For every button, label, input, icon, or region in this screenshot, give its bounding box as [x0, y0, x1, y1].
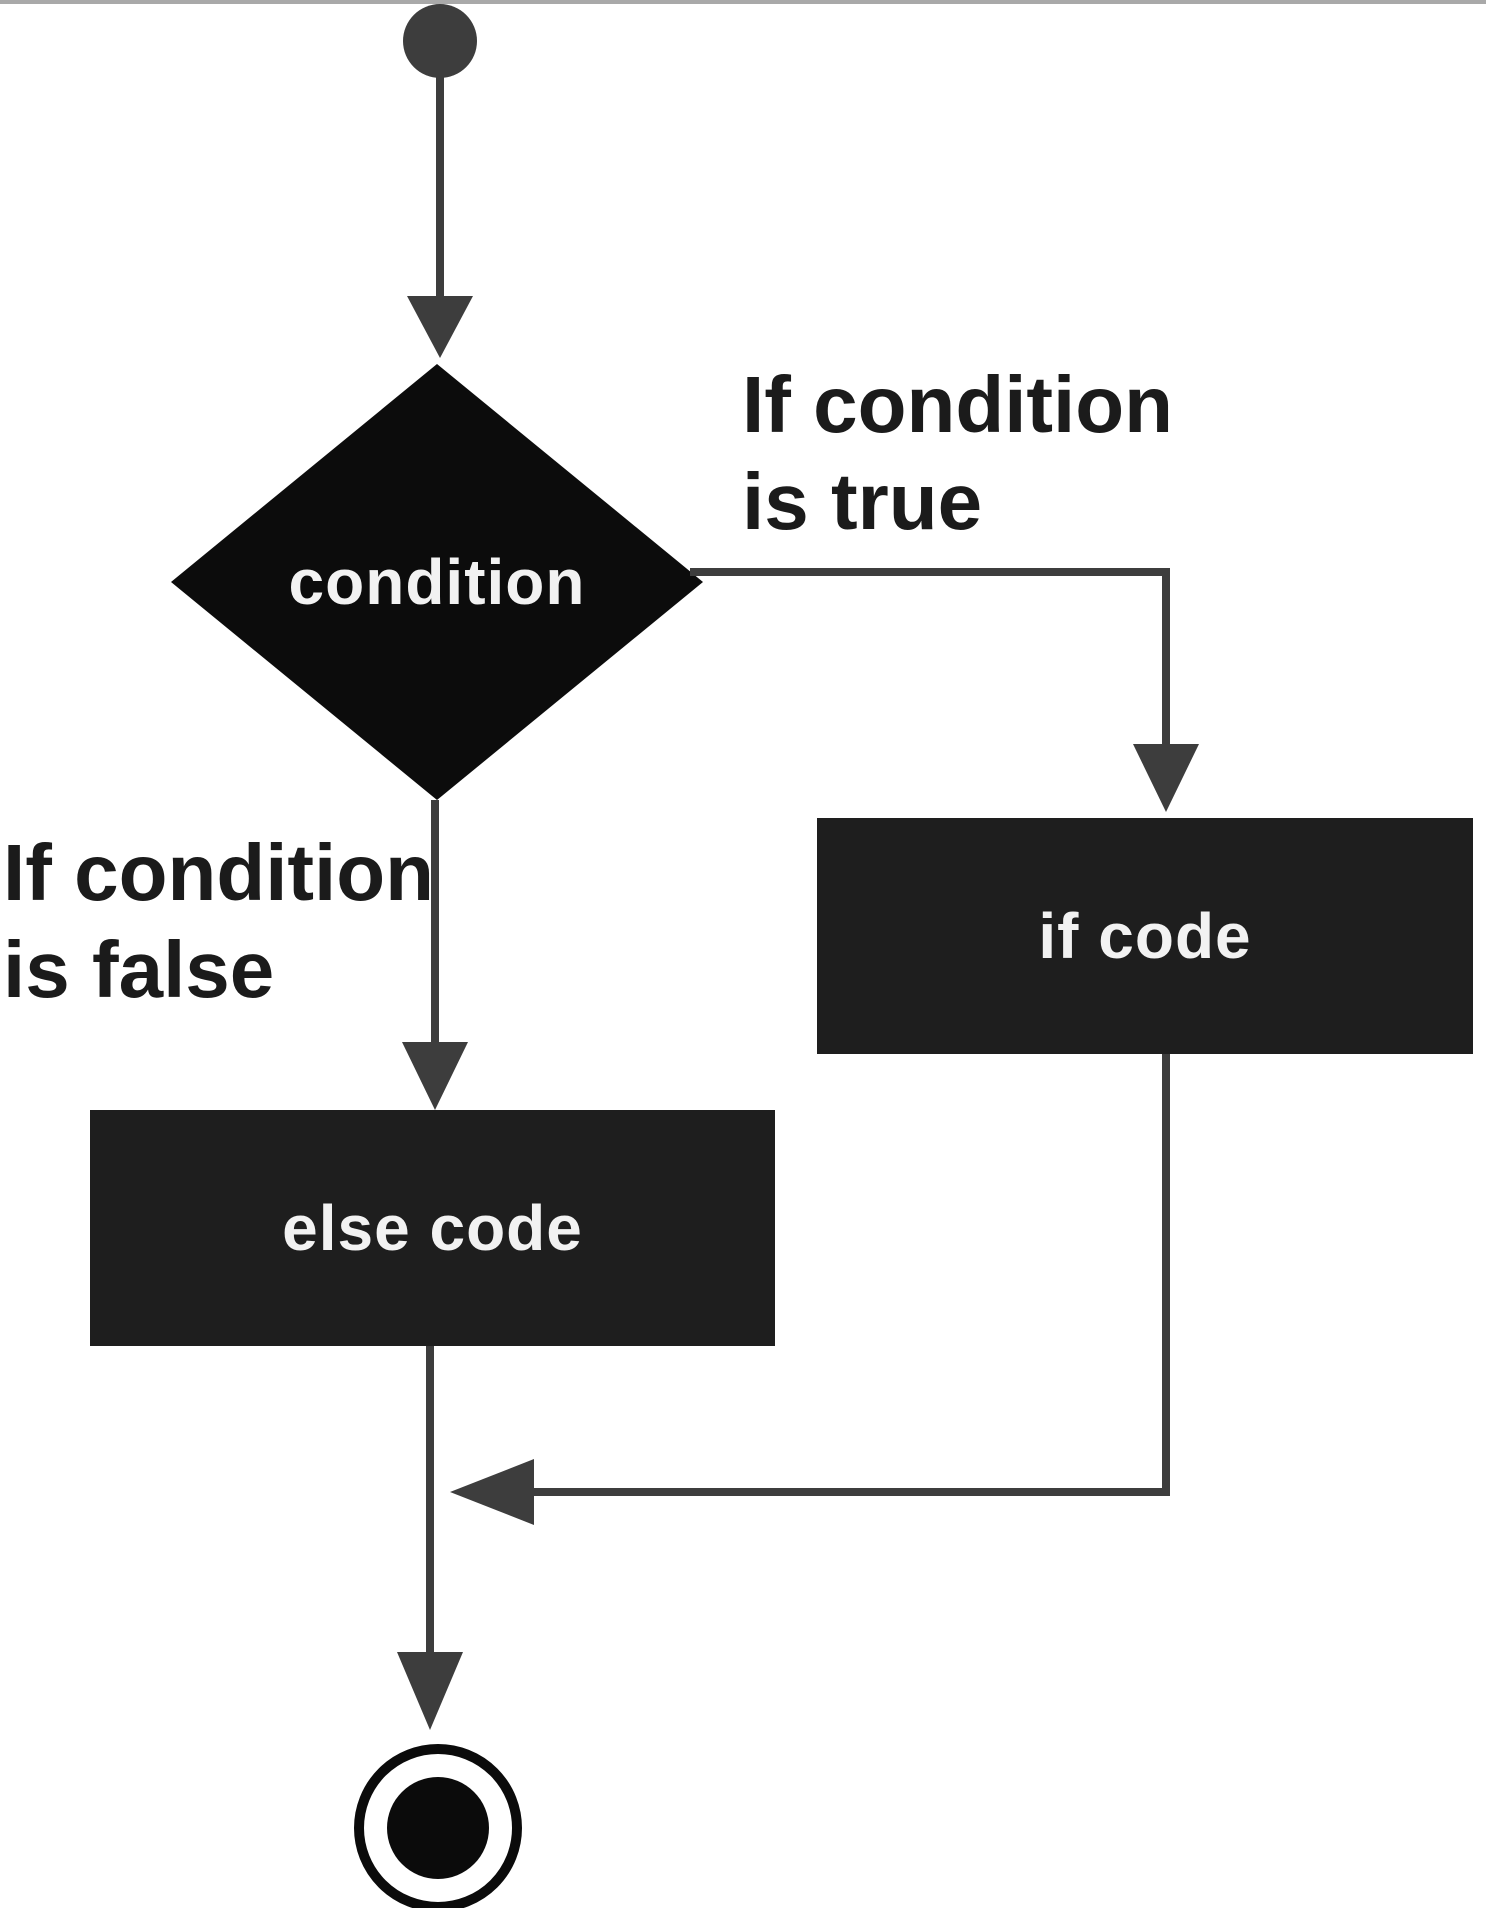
decision-label: condition: [171, 364, 703, 800]
true-branch-label: If condition is true: [742, 356, 1173, 550]
arrowhead-into-if-code: [1133, 744, 1199, 812]
end-node-ring: [354, 1744, 522, 1908]
start-node-circle: [403, 4, 477, 78]
false-branch-label-line2: is false: [3, 925, 275, 1014]
if-code-box: if code: [817, 818, 1473, 1054]
false-branch-label: If condition is false: [3, 824, 434, 1018]
else-code-box-label: else code: [282, 1192, 583, 1264]
decision-label-text: condition: [288, 546, 586, 618]
true-branch-label-line1: If condition: [742, 360, 1174, 449]
arrowhead-into-decision: [407, 296, 473, 358]
if-code-box-label: if code: [1038, 900, 1252, 972]
top-border-strip: [0, 0, 1486, 4]
true-branch-label-line2: is true: [742, 457, 983, 546]
end-node-circle: [387, 1777, 489, 1879]
connector-true-branch: [690, 568, 1170, 746]
arrowhead-into-merge: [450, 1459, 534, 1525]
else-code-box: else code: [90, 1110, 775, 1346]
decision-diamond: [171, 364, 703, 800]
connector-if-code-to-merge: [534, 1054, 1170, 1496]
arrowhead-into-else-code: [402, 1042, 468, 1110]
false-branch-label-line1: If condition: [3, 828, 435, 917]
arrowhead-into-end: [397, 1652, 463, 1730]
